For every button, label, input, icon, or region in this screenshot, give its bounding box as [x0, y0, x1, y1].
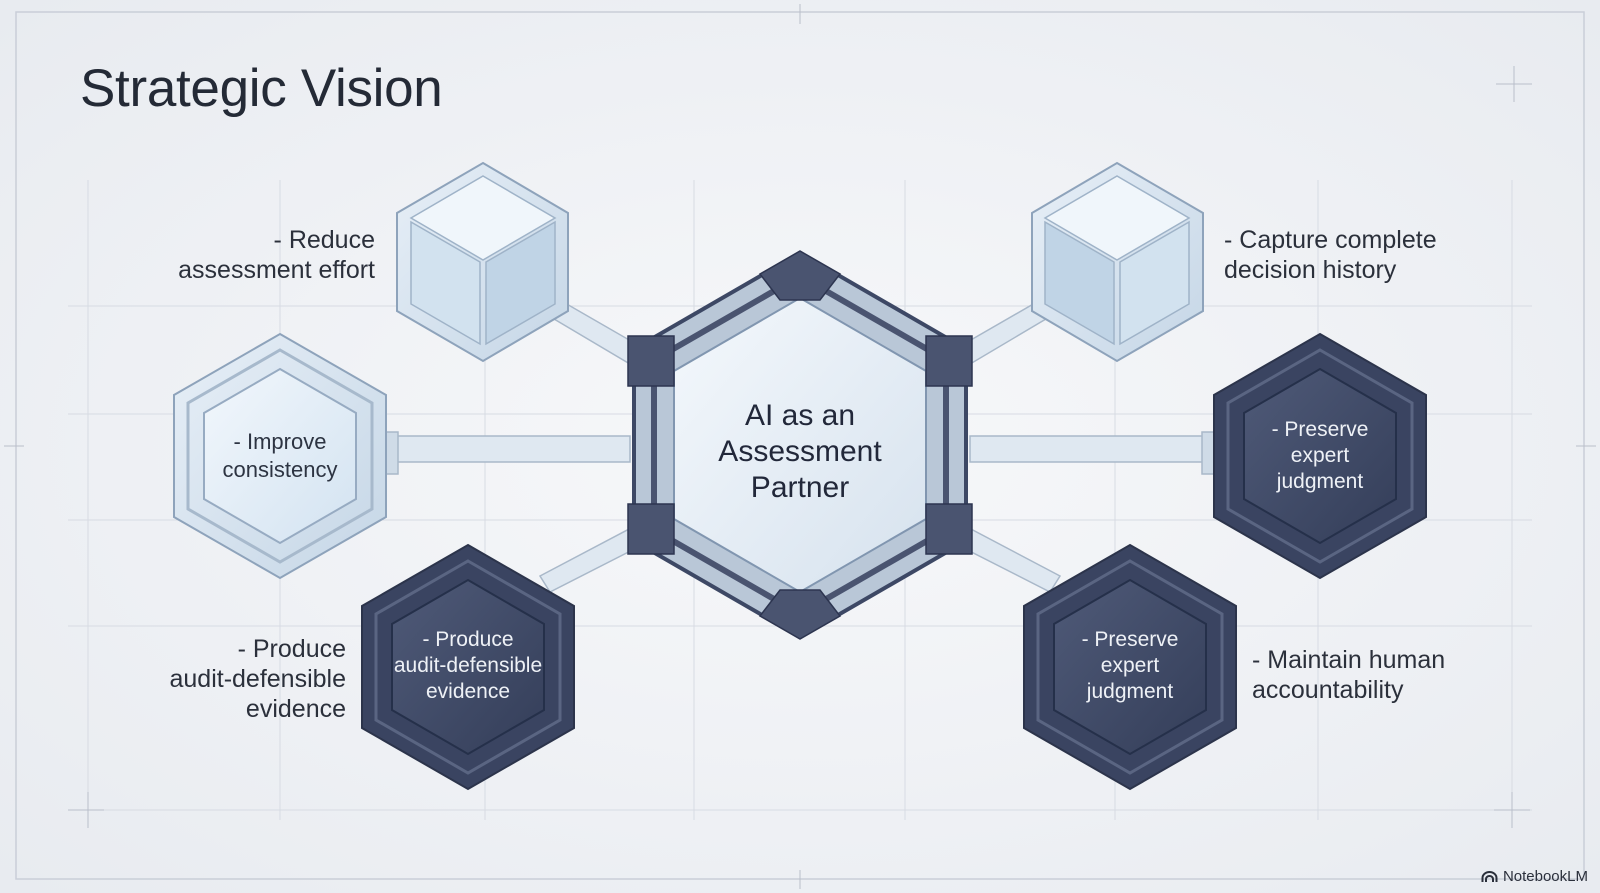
capture-history-cube-icon — [1031, 161, 1204, 363]
preserve-judgment-right-label: - Preserve expert judgment — [1271, 418, 1369, 493]
notebooklm-brand: NotebookLM — [1481, 868, 1588, 885]
preserve-judgment-right-hexagon-icon — [1213, 332, 1427, 580]
reduce-effort-caption: - Reduce assessment effort — [178, 226, 375, 284]
audit-evidence-label: - Produce audit-defensible evidence — [393, 628, 543, 703]
central-hub-hexagon-icon — [627, 250, 973, 640]
capture-history-caption: - Capture complete decision history — [1224, 226, 1437, 284]
notebooklm-logo-icon — [1481, 870, 1498, 882]
audit-evidence-caption: - Produce audit-defensible evidence — [169, 635, 346, 723]
audit-evidence-hexagon-icon — [361, 543, 575, 791]
preserve-judgment-bottom-hexagon-icon — [1023, 543, 1237, 791]
preserve-judgment-bottom-label: - Preserve expert judgment — [1081, 628, 1179, 703]
human-accountability-caption: - Maintain human accountability — [1252, 646, 1446, 704]
page-title: Strategic Vision — [80, 59, 443, 118]
central-hub-label: AI as an Assessment Partner — [718, 399, 882, 504]
notebooklm-brand-text: NotebookLM — [1502, 868, 1588, 885]
improve-consistency-label: - Improve consistency — [222, 429, 338, 482]
reduce-effort-cube-icon — [396, 161, 569, 363]
improve-consistency-hexagon-icon — [173, 332, 387, 580]
